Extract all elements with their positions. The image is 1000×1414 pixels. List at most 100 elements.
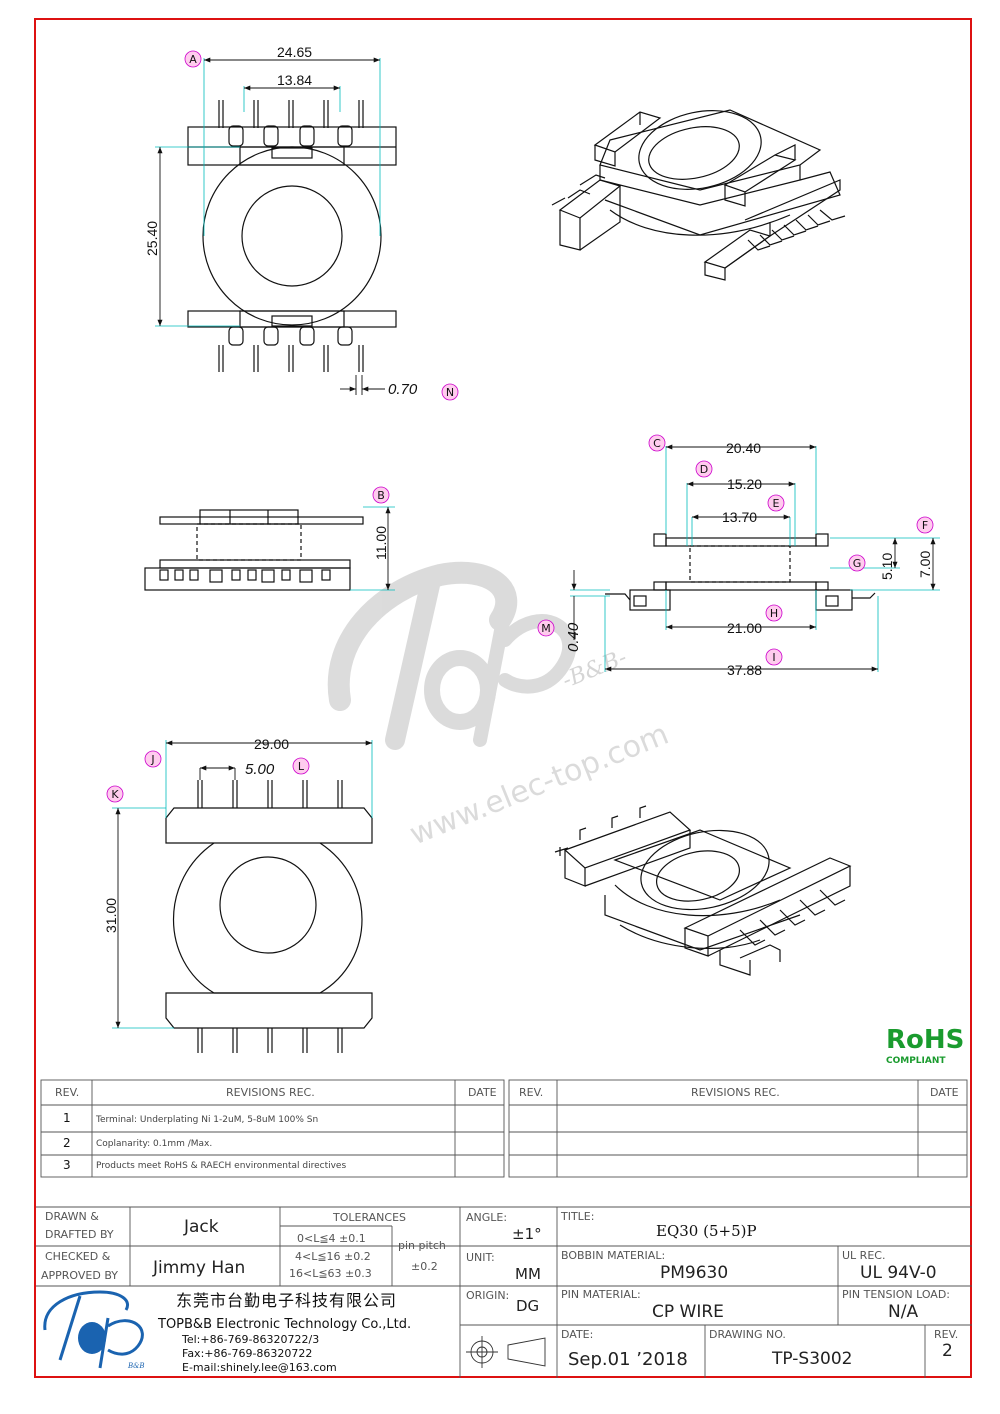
dim-m: 0.40	[565, 622, 582, 652]
callout-m: M	[537, 619, 555, 637]
pin-material-label: PIN MATERIAL:	[561, 1288, 641, 1301]
svg-text:D: D	[700, 463, 708, 476]
rohs-compliant: COMPLIANT	[886, 1056, 946, 1066]
svg-text:L: L	[298, 760, 305, 773]
dim-a-width: 24.65	[277, 44, 312, 60]
bobbin-value: PM9630	[660, 1263, 729, 1283]
rev-date-header: DATE	[468, 1086, 497, 1099]
checked-label-1: CHECKED &	[45, 1250, 111, 1263]
dim-a-height: 25.40	[144, 221, 160, 256]
company-name-cn: 东莞市台勤电子科技有限公司	[176, 1291, 398, 1310]
tolerances-label: TOLERANCES	[333, 1211, 407, 1224]
dim-b-height: 11.00	[373, 526, 389, 560]
rev-rec-header: REVISIONS REC.	[226, 1086, 315, 1099]
front-view	[605, 533, 876, 611]
drawing-no-label: DRAWING NO.	[709, 1328, 786, 1341]
callout-k: K	[106, 785, 124, 803]
iso-view-top	[551, 109, 846, 281]
date-value: Sep.01 ’2018	[568, 1349, 688, 1370]
dim-e-width: 13.70	[722, 509, 757, 525]
svg-text:M: M	[541, 622, 551, 635]
svg-text:G: G	[853, 557, 862, 570]
date-label: DATE:	[561, 1328, 594, 1341]
tolerance-3: 16<L≦63 ±0.3	[289, 1267, 372, 1280]
title-label: TITLE:	[561, 1210, 595, 1223]
dim-c-width: 20.40	[726, 440, 761, 456]
svg-text:F: F	[922, 519, 928, 532]
watermark: -B&B- www.elec-top.com	[327, 561, 674, 853]
rev-value: 2	[942, 1341, 953, 1361]
callout-c: C	[648, 434, 666, 452]
title-block-grid	[36, 1206, 972, 1378]
checked-label-2: APPROVED BY	[41, 1269, 119, 1282]
rev-label: REV.	[934, 1328, 959, 1341]
callout-d: D	[695, 460, 713, 478]
drawing-title: EQ30 (5+5)P	[656, 1222, 757, 1240]
callout-b: B	[372, 486, 390, 504]
watermark-text: www.elec-top.com	[405, 717, 674, 853]
callout-f: F	[916, 516, 934, 534]
callout-j: J	[144, 750, 162, 768]
callout-i: I	[765, 648, 783, 666]
svg-text:J: J	[150, 753, 154, 766]
logo-mark: B&B	[127, 1362, 145, 1370]
callout-h: H	[765, 604, 783, 622]
drawing-no-value: TP-S3002	[772, 1349, 853, 1369]
pitch-label: pin pitch	[398, 1239, 446, 1252]
pin-tension-label: PIN TENSION LOAD:	[842, 1288, 951, 1301]
unit-value: MM	[515, 1265, 541, 1283]
rohs-logo: RoHS	[886, 1025, 964, 1055]
callout-e: E	[767, 494, 785, 512]
company-name-en: TOPB&B Electronic Technology Co.,Ltd.	[158, 1317, 412, 1332]
callout-g: G	[848, 554, 866, 572]
bottom-view	[165, 780, 373, 1053]
svg-text:H: H	[770, 607, 778, 620]
drawn-by: Jack	[184, 1217, 219, 1237]
angle-value: ±1°	[512, 1225, 542, 1243]
dim-k-height: 31.00	[103, 898, 119, 933]
side-view	[144, 509, 364, 591]
projection-symbol	[466, 1336, 546, 1368]
ul-label: UL REC.	[842, 1249, 886, 1262]
dim-f: 7.00	[917, 551, 933, 578]
callout-l: L	[292, 757, 310, 775]
pitch-tolerance: ±0.2	[411, 1260, 438, 1273]
pin-material-value: CP WIRE	[652, 1302, 724, 1322]
company-email: E-mail:shinely.lee@163.com	[182, 1361, 337, 1374]
dim-l-pitch: 5.00	[245, 761, 275, 778]
rev-rec-header-right: REVISIONS REC.	[691, 1086, 780, 1099]
dim-g: 5.10	[879, 553, 895, 580]
rev-row-1-num: 1	[63, 1111, 71, 1125]
ul-value: UL 94V-0	[860, 1263, 937, 1283]
callout-n: N	[441, 383, 459, 401]
svg-text:E: E	[773, 497, 780, 510]
company-tel: Tel:+86-769-86320722/3	[182, 1333, 320, 1346]
drawn-label-2: DRAFTED BY	[45, 1228, 114, 1241]
unit-label: UNIT:	[466, 1251, 495, 1264]
company-fax: Fax:+86-769-86320722	[182, 1347, 313, 1360]
rev-header: REV.	[55, 1086, 80, 1099]
rev-row-3-text: Products meet RoHS & RAECH environmental…	[96, 1161, 347, 1171]
svg-text:I: I	[772, 651, 775, 664]
approved-by: Jimmy Han	[153, 1258, 246, 1278]
revision-table-grid	[40, 1079, 968, 1178]
drawn-label-1: DRAWN &	[45, 1210, 99, 1223]
rev-row-3-num: 3	[63, 1158, 71, 1172]
origin-label: ORIGIN:	[466, 1289, 510, 1302]
svg-text:C: C	[653, 437, 661, 450]
drawing-border	[34, 18, 972, 1378]
dim-j-width: 29.00	[254, 736, 289, 752]
svg-text:K: K	[111, 788, 119, 801]
svg-text:A: A	[189, 53, 197, 66]
dim-h-width: 21.00	[727, 620, 762, 636]
origin-value: DG	[516, 1297, 540, 1315]
angle-label: ANGLE:	[466, 1211, 508, 1224]
dim-n-pin: 0.70	[388, 381, 418, 398]
svg-text:B: B	[377, 489, 385, 502]
company-logo	[43, 1290, 144, 1369]
rev-row-2-num: 2	[63, 1136, 71, 1150]
tolerance-1: 0<L≦4 ±0.1	[297, 1232, 366, 1245]
rev-date-header-right: DATE	[930, 1086, 959, 1099]
dim-i-width: 37.88	[727, 662, 762, 678]
